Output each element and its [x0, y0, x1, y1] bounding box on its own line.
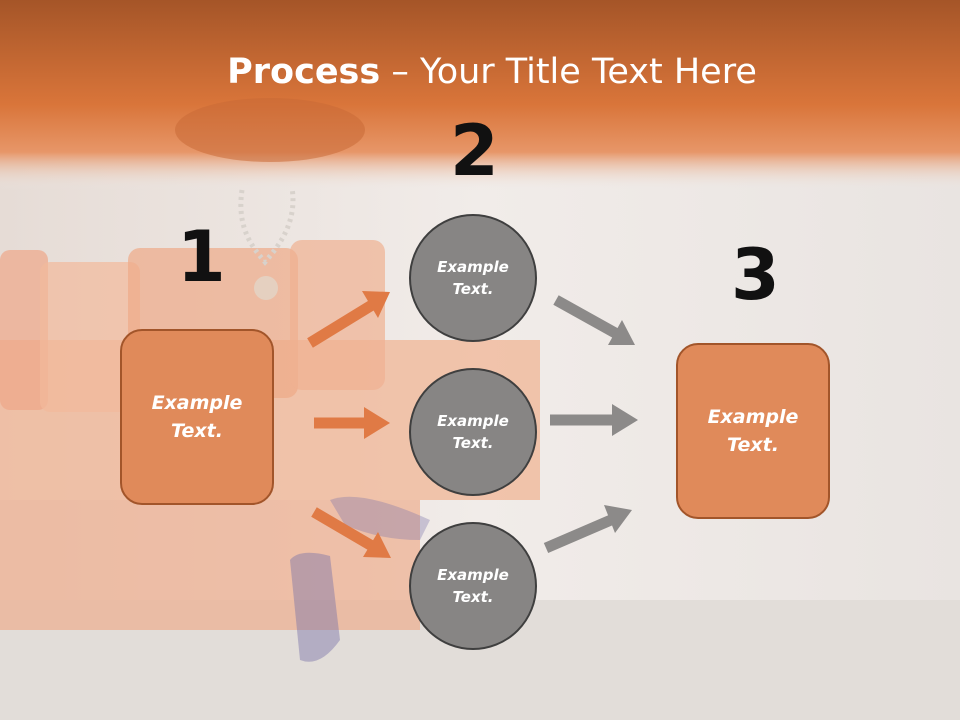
circle-bottom-text: Example Text. [437, 565, 509, 607]
step-2-circle-top: Example Text. [409, 214, 537, 342]
circle-middle-text: Example Text. [437, 411, 509, 453]
title-rest: – Your Title Text Here [380, 52, 757, 92]
page-title: Process – Your Title Text Here [0, 52, 960, 92]
step-number-3: 3 [731, 234, 780, 316]
step-number-1: 1 [177, 216, 226, 298]
step-1-text: Example Text. [151, 391, 243, 443]
title-bold: Process [227, 52, 381, 92]
circle-top-text: Example Text. [437, 257, 509, 299]
step-1-box: Example Text. [120, 329, 274, 505]
step-3-box: Example Text. [676, 343, 830, 519]
step-number-2: 2 [450, 110, 499, 192]
step-2-circle-middle: Example Text. [409, 368, 537, 496]
step-3-text: Example Text. [707, 405, 799, 457]
step-2-circle-bottom: Example Text. [409, 522, 537, 650]
